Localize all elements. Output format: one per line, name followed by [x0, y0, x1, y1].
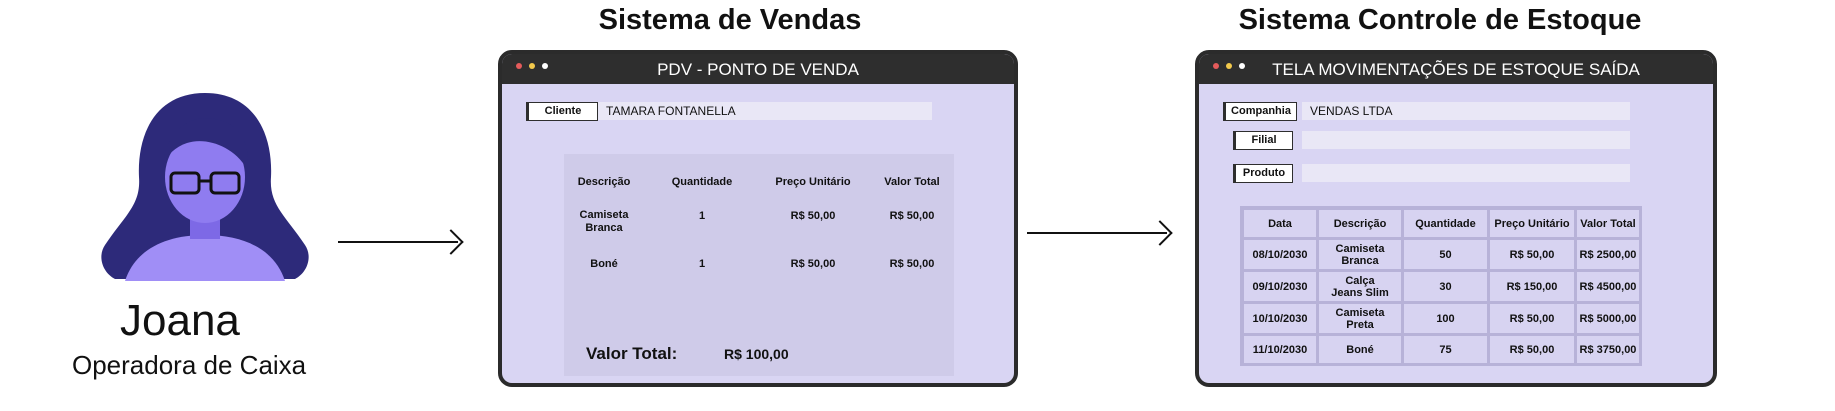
table-row: 11/10/2030	[1244, 336, 1316, 363]
produto-field[interactable]	[1302, 164, 1630, 182]
stock-table: Data Descrição Quantidade Preço Unitário…	[1240, 206, 1642, 366]
table-row: 10/10/2030	[1244, 304, 1316, 333]
window-dots-icon	[1213, 63, 1219, 69]
stock-row-total: R$ 3750,00	[1577, 336, 1639, 363]
cliente-label-button[interactable]: Cliente	[526, 102, 598, 121]
window-dots-icon	[542, 63, 548, 69]
stock-header-preco: Preço Unitário	[1490, 210, 1574, 237]
pdv-header-descricao: Descrição	[577, 176, 631, 188]
table-row: 09/10/2030	[1244, 272, 1316, 301]
window-dots-icon	[516, 63, 522, 69]
stock-titlebar: TELA MOVIMENTAÇÕES DE ESTOQUE SAÍDA	[1199, 54, 1713, 84]
stock-row-desc: Boné	[1319, 336, 1401, 363]
persona-avatar-icon	[101, 93, 309, 281]
stock-row-qty: 100	[1404, 304, 1487, 333]
pdv-row-desc: Boné	[590, 258, 618, 270]
arrow-right-icon	[1027, 232, 1167, 234]
pdv-titlebar: PDV - PONTO DE VENDA	[502, 54, 1014, 84]
stock-row-unit: R$ 50,00	[1490, 336, 1574, 363]
stock-header-total: Valor Total	[1577, 210, 1639, 237]
stock-row-qty: 75	[1404, 336, 1487, 363]
companhia-field[interactable]: VENDAS LTDA	[1302, 102, 1630, 120]
pdv-row-unit: R$ 50,00	[790, 210, 836, 222]
window-dots-icon	[1226, 63, 1232, 69]
stock-header-quantidade: Quantidade	[1404, 210, 1487, 237]
stock-row-total: R$ 2500,00	[1577, 240, 1639, 269]
pdv-items-panel: Descrição Quantidade Preço Unitário Valo…	[564, 154, 954, 376]
pdv-row-total: R$ 50,00	[889, 210, 935, 222]
companhia-label-button[interactable]: Companhia	[1223, 102, 1297, 121]
pdv-window-title: PDV - PONTO DE VENDA	[657, 60, 859, 79]
pdv-header-quantidade: Quantidade	[671, 176, 733, 188]
stock-row-qty: 50	[1404, 240, 1487, 269]
pdv-header-total: Valor Total	[884, 176, 940, 188]
cliente-field[interactable]: TAMARA FONTANELLA	[598, 102, 932, 120]
pdv-row-desc: Camiseta Branca	[579, 209, 629, 234]
window-dots-icon	[529, 63, 535, 69]
stock-row-unit: R$ 150,00	[1490, 272, 1574, 301]
table-row: 08/10/2030	[1244, 240, 1316, 269]
pdv-total-label: Valor Total:	[586, 344, 678, 363]
stock-row-qty: 30	[1404, 272, 1487, 301]
stock-row-unit: R$ 50,00	[1490, 304, 1574, 333]
pdv-row-qty: 1	[698, 210, 706, 222]
stock-row-unit: R$ 50,00	[1490, 240, 1574, 269]
pdv-header-preco: Preço Unitário	[775, 176, 851, 188]
pdv-window: PDV - PONTO DE VENDA Cliente TAMARA FONT…	[498, 50, 1018, 387]
filial-label-button[interactable]: Filial	[1233, 131, 1293, 150]
produto-label-button[interactable]: Produto	[1233, 164, 1293, 183]
persona-name: Joana	[120, 296, 240, 345]
stock-row-total: R$ 5000,00	[1577, 304, 1639, 333]
stock-window: TELA MOVIMENTAÇÕES DE ESTOQUE SAÍDA Comp…	[1195, 50, 1717, 387]
pdv-row-unit: R$ 50,00	[790, 258, 836, 270]
pdv-row-total: R$ 50,00	[889, 258, 935, 270]
stock-window-title: TELA MOVIMENTAÇÕES DE ESTOQUE SAÍDA	[1272, 60, 1640, 79]
stock-header-descricao: Descrição	[1319, 210, 1401, 237]
stock-header-data: Data	[1244, 210, 1316, 237]
stock-row-total: R$ 4500,00	[1577, 272, 1639, 301]
stock-system-heading: Sistema Controle de Estoque	[1238, 4, 1642, 36]
pdv-total-value: R$ 100,00	[724, 346, 789, 362]
window-dots-icon	[1239, 63, 1245, 69]
arrow-right-icon	[338, 241, 458, 243]
filial-field[interactable]	[1302, 131, 1630, 149]
pdv-row-qty: 1	[698, 258, 706, 270]
pdv-system-heading: Sistema de Vendas	[598, 4, 862, 36]
persona-role: Operadora de Caixa	[72, 350, 307, 380]
